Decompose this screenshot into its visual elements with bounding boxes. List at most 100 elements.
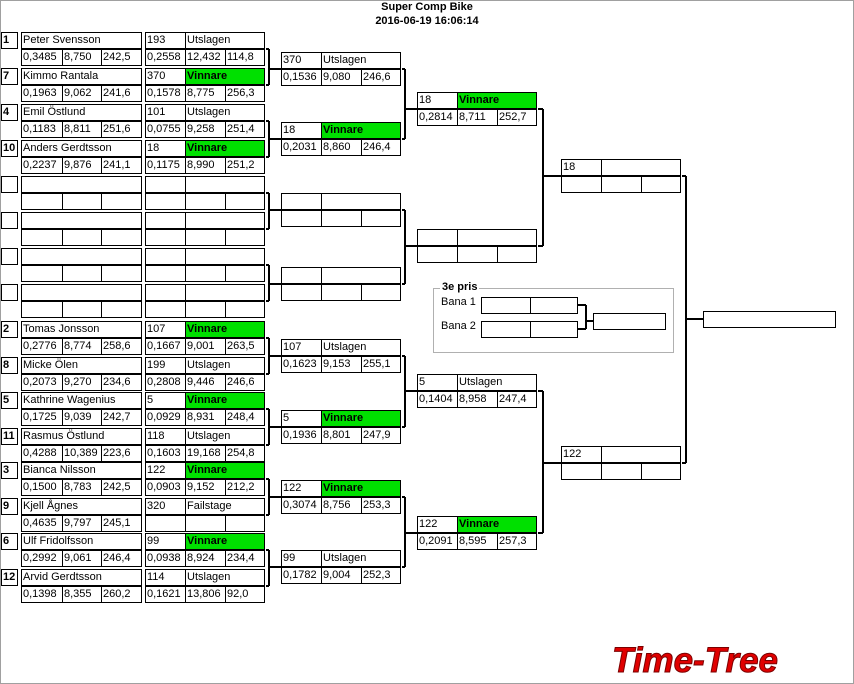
- rider-reaction[interactable]: 0,2776: [21, 338, 63, 355]
- rider-speed[interactable]: [101, 265, 142, 282]
- rider-time[interactable]: [62, 265, 102, 282]
- r3-entry-num[interactable]: 18: [281, 122, 322, 139]
- rider-speed[interactable]: 242,5: [101, 49, 142, 66]
- r2-entry-num[interactable]: 18: [145, 140, 186, 157]
- r2-entry-num[interactable]: 199: [145, 357, 186, 374]
- r2-entry-speed[interactable]: [225, 193, 265, 210]
- r3-entry-time[interactable]: 9,153: [321, 356, 362, 373]
- rider-speed[interactable]: 242,5: [101, 479, 142, 496]
- rider-reaction[interactable]: 0,3485: [21, 49, 63, 66]
- r2-entry-speed[interactable]: 248,4: [225, 409, 265, 426]
- r2-entry-speed[interactable]: 251,2: [225, 157, 265, 174]
- r3-entry-result[interactable]: Utslagen: [321, 550, 401, 567]
- rider-reaction[interactable]: 0,2992: [21, 550, 63, 567]
- r5-entry-result[interactable]: [601, 446, 681, 463]
- rider-name[interactable]: Arvid Gerdtsson: [21, 569, 142, 586]
- r4-entry-time[interactable]: 8,711: [457, 109, 498, 126]
- r2-entry-num[interactable]: 101: [145, 104, 186, 121]
- rider-reaction[interactable]: 0,1183: [21, 121, 63, 138]
- rider-speed[interactable]: 245,1: [101, 515, 142, 532]
- r2-entry-num[interactable]: 118: [145, 428, 186, 445]
- rider-time[interactable]: 8,774: [62, 338, 102, 355]
- r2-entry-reaction[interactable]: [145, 193, 186, 210]
- r2-entry-reaction[interactable]: 0,1621: [145, 586, 186, 603]
- r2-entry-time[interactable]: 9,152: [185, 479, 226, 496]
- r2-entry-result[interactable]: [185, 248, 265, 265]
- r2-entry-result[interactable]: Vinnare: [185, 462, 265, 479]
- r3-entry-reaction[interactable]: 0,1936: [281, 427, 322, 444]
- r2-entry-speed[interactable]: 251,4: [225, 121, 265, 138]
- r3-entry-time[interactable]: 8,801: [321, 427, 362, 444]
- r3-entry-reaction[interactable]: 0,3074: [281, 497, 322, 514]
- final-winner-box[interactable]: [703, 311, 836, 328]
- rider-speed[interactable]: 234,6: [101, 374, 142, 391]
- r5-entry-time[interactable]: [601, 176, 642, 193]
- rider-reaction[interactable]: [21, 265, 63, 282]
- r4-entry-result[interactable]: [457, 229, 537, 246]
- rider-name[interactable]: Micke Ölen: [21, 357, 142, 374]
- r2-entry-reaction[interactable]: [145, 301, 186, 318]
- r2-entry-reaction[interactable]: 0,1578: [145, 85, 186, 102]
- r2-entry-speed[interactable]: 256,3: [225, 85, 265, 102]
- r2-entry-reaction[interactable]: [145, 265, 186, 282]
- r2-entry-speed[interactable]: [225, 265, 265, 282]
- rider-speed[interactable]: 251,6: [101, 121, 142, 138]
- r2-entry-speed[interactable]: [225, 515, 265, 532]
- rider-time[interactable]: 9,039: [62, 409, 102, 426]
- r3-entry-time[interactable]: 9,080: [321, 69, 362, 86]
- r2-entry-reaction[interactable]: 0,0929: [145, 409, 186, 426]
- r3-entry-time[interactable]: 8,860: [321, 139, 362, 156]
- r2-entry-num[interactable]: 107: [145, 321, 186, 338]
- third-lane1-res[interactable]: [530, 297, 578, 314]
- rider-time[interactable]: 9,797: [62, 515, 102, 532]
- r2-entry-result[interactable]: Vinnare: [185, 392, 265, 409]
- r4-entry-num[interactable]: 5: [417, 374, 458, 391]
- rider-name[interactable]: Tomas Jonsson: [21, 321, 142, 338]
- r3-entry-reaction[interactable]: [281, 284, 322, 301]
- r2-entry-result[interactable]: [185, 212, 265, 229]
- r2-entry-time[interactable]: 19,168: [185, 445, 226, 462]
- r3-entry-num[interactable]: 122: [281, 480, 322, 497]
- r2-entry-result[interactable]: Utslagen: [185, 104, 265, 121]
- third-prize-winner[interactable]: [593, 313, 666, 330]
- r2-entry-time[interactable]: 9,446: [185, 374, 226, 391]
- rider-time[interactable]: 10,389: [62, 445, 102, 462]
- r4-entry-speed[interactable]: [497, 246, 537, 263]
- r3-entry-speed[interactable]: 255,1: [361, 356, 401, 373]
- r5-entry-result[interactable]: [601, 159, 681, 176]
- rider-name[interactable]: Ulf Fridolfsson: [21, 533, 142, 550]
- r2-entry-num[interactable]: 99: [145, 533, 186, 550]
- r2-entry-num[interactable]: 370: [145, 68, 186, 85]
- r2-entry-result[interactable]: Vinnare: [185, 321, 265, 338]
- r2-entry-num[interactable]: [145, 284, 186, 301]
- r3-entry-result[interactable]: Vinnare: [321, 410, 401, 427]
- r3-entry-speed[interactable]: 252,3: [361, 567, 401, 584]
- r2-entry-reaction[interactable]: 0,2558: [145, 49, 186, 66]
- rider-reaction[interactable]: 0,4288: [21, 445, 63, 462]
- r4-entry-speed[interactable]: 247,4: [497, 391, 537, 408]
- r2-entry-speed[interactable]: 114,8: [225, 49, 265, 66]
- r3-entry-num[interactable]: 370: [281, 52, 322, 69]
- r2-entry-speed[interactable]: 212,2: [225, 479, 265, 496]
- r5-entry-num[interactable]: 18: [561, 159, 602, 176]
- rider-speed[interactable]: 242,7: [101, 409, 142, 426]
- r3-entry-num[interactable]: 5: [281, 410, 322, 427]
- r2-entry-reaction[interactable]: 0,0903: [145, 479, 186, 496]
- rider-speed[interactable]: 241,1: [101, 157, 142, 174]
- rider-reaction[interactable]: 0,4635: [21, 515, 63, 532]
- rider-time[interactable]: 9,876: [62, 157, 102, 174]
- r3-entry-time[interactable]: [321, 284, 362, 301]
- r2-entry-time[interactable]: 9,001: [185, 338, 226, 355]
- rider-time[interactable]: [62, 193, 102, 210]
- r3-entry-reaction[interactable]: [281, 210, 322, 227]
- rider-speed[interactable]: 258,6: [101, 338, 142, 355]
- r2-entry-result[interactable]: [185, 284, 265, 301]
- rider-time[interactable]: 8,355: [62, 586, 102, 603]
- r2-entry-time[interactable]: [185, 193, 226, 210]
- r2-entry-speed[interactable]: 254,8: [225, 445, 265, 462]
- r3-entry-speed[interactable]: 246,4: [361, 139, 401, 156]
- r2-entry-num[interactable]: [145, 212, 186, 229]
- r2-entry-time[interactable]: 13,806: [185, 586, 226, 603]
- r2-entry-time[interactable]: [185, 229, 226, 246]
- r2-entry-reaction[interactable]: 0,0938: [145, 550, 186, 567]
